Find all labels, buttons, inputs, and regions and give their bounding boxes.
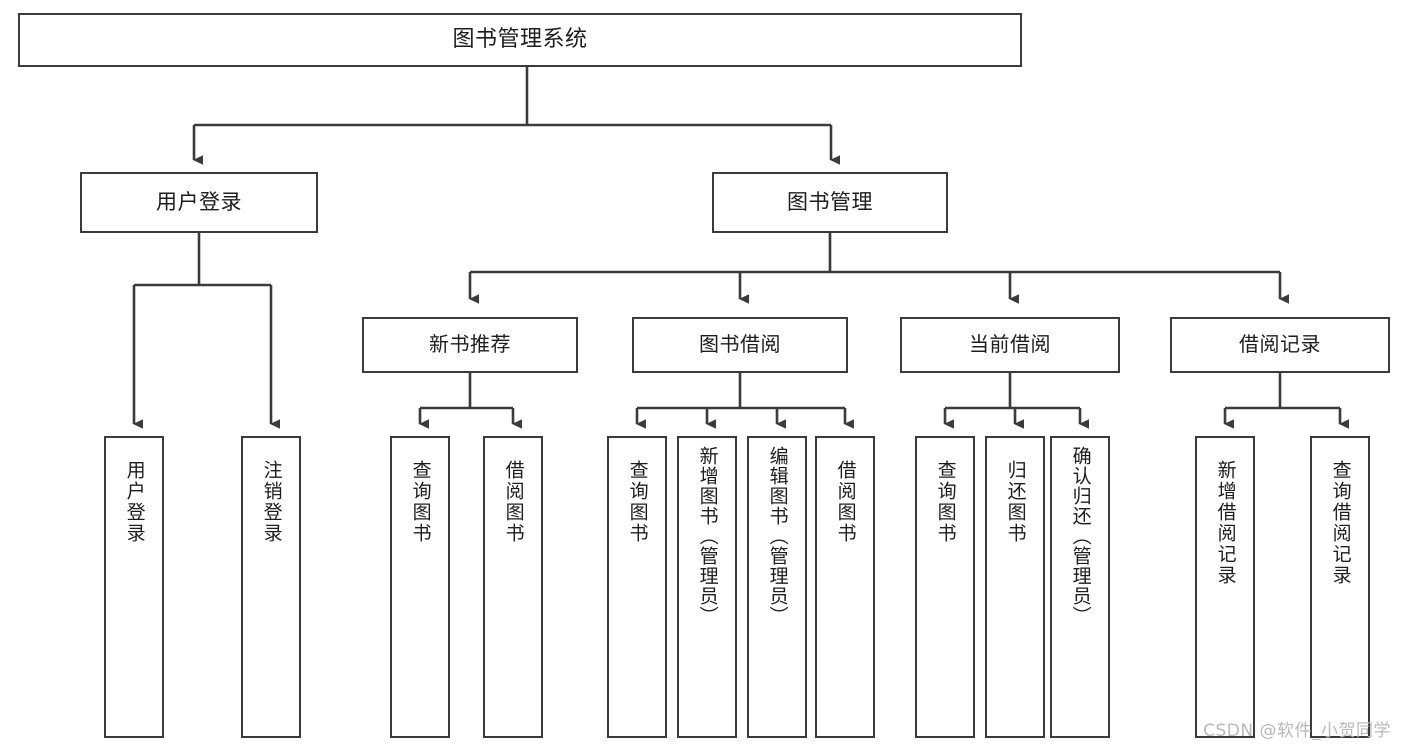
node-label: 查询图书 (626, 460, 649, 544)
node-leaf-add-book[interactable]: 新增图书（管理员） (677, 436, 737, 738)
node-label: 当前借阅 (969, 332, 1051, 357)
node-label: 确认归还（管理员） (1069, 446, 1092, 626)
node-leaf-confirm-return[interactable]: 确认归还（管理员） (1050, 436, 1110, 738)
node-leaf-return-book[interactable]: 归还图书 (985, 436, 1045, 738)
node-label: 归还图书 (1004, 460, 1027, 544)
node-leaf-logout-login[interactable]: 注销登录 (241, 436, 301, 738)
node-label: 编辑图书（管理员） (766, 446, 789, 626)
node-leaf-query-book-3[interactable]: 查询图书 (915, 436, 975, 738)
node-label: 查询图书 (409, 460, 432, 544)
node-label: 查询图书 (934, 460, 957, 544)
node-label: 借阅图书 (834, 460, 857, 544)
node-label: 注销登录 (260, 460, 283, 544)
node-label: 图书管理 (787, 190, 873, 215)
node-label: 图书管理系统 (452, 26, 588, 52)
node-label: 用户登录 (123, 460, 146, 544)
node-book-borrow[interactable]: 图书借阅 (632, 317, 848, 373)
node-label: 图书借阅 (699, 332, 781, 357)
node-leaf-borrow-book-1[interactable]: 借阅图书 (483, 436, 543, 738)
node-label: 新书推荐 (429, 332, 511, 357)
node-leaf-user-login[interactable]: 用户登录 (104, 436, 164, 738)
node-user-login[interactable]: 用户登录 (80, 172, 318, 233)
watermark-text: CSDN @软件_小贺同学 (1203, 721, 1391, 741)
node-root-book-management-system[interactable]: 图书管理系统 (18, 13, 1022, 67)
node-leaf-query-record[interactable]: 查询借阅记录 (1310, 436, 1370, 738)
node-label: 新增图书（管理员） (696, 446, 719, 626)
node-label: 用户登录 (156, 190, 242, 215)
node-label: 查询借阅记录 (1329, 460, 1352, 586)
node-leaf-borrow-book-2[interactable]: 借阅图书 (815, 436, 875, 738)
node-book-management[interactable]: 图书管理 (712, 172, 948, 233)
node-label: 新增借阅记录 (1214, 460, 1237, 586)
node-label: 借阅记录 (1239, 332, 1321, 357)
node-borrow-record[interactable]: 借阅记录 (1170, 317, 1390, 373)
node-leaf-add-record[interactable]: 新增借阅记录 (1195, 436, 1255, 738)
node-current-borrow[interactable]: 当前借阅 (900, 317, 1120, 373)
node-leaf-query-book-2[interactable]: 查询图书 (607, 436, 667, 738)
node-label: 借阅图书 (502, 460, 525, 544)
node-leaf-query-book-1[interactable]: 查询图书 (390, 436, 450, 738)
node-new-book-recommend[interactable]: 新书推荐 (362, 317, 578, 373)
node-leaf-edit-book[interactable]: 编辑图书（管理员） (747, 436, 807, 738)
